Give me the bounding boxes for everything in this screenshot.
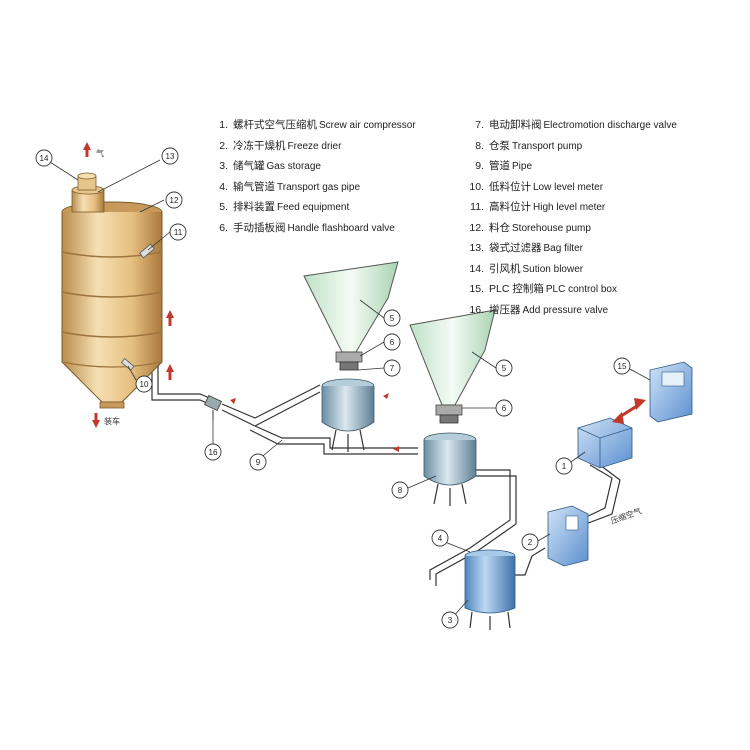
gas-storage-tank xyxy=(464,549,516,630)
svg-text:10: 10 xyxy=(140,380,149,389)
flow-arrow-gas-out xyxy=(83,142,91,150)
svg-text:11: 11 xyxy=(174,228,183,237)
flow-arrow-pipe-1 xyxy=(230,398,236,404)
callout-5b: 5 xyxy=(495,359,513,377)
callout-1: 1 xyxy=(555,457,573,475)
callout-13: 13 xyxy=(161,147,179,165)
transport-pump-2 xyxy=(423,432,477,506)
flow-arrows xyxy=(83,142,399,452)
feed-equipment-1 xyxy=(303,261,399,371)
svg-text:6: 6 xyxy=(390,338,395,347)
callout-3: 3 xyxy=(441,611,459,629)
svg-text:8: 8 xyxy=(398,486,403,495)
callout-10: 10 xyxy=(135,375,153,393)
svg-text:2: 2 xyxy=(528,538,533,547)
callout-16: 16 xyxy=(204,443,222,461)
callout-4: 4 xyxy=(431,529,449,547)
callout-11: 11 xyxy=(169,223,187,241)
svg-text:15: 15 xyxy=(618,362,627,371)
callout-6a: 6 xyxy=(383,333,401,351)
plc-control-box xyxy=(649,361,693,423)
svg-text:13: 13 xyxy=(166,152,175,161)
transport-pump-1 xyxy=(321,378,375,452)
svg-text:16: 16 xyxy=(209,448,218,457)
screw-air-compressor xyxy=(577,417,633,469)
storehouse-silo xyxy=(61,201,163,409)
svg-text:4: 4 xyxy=(438,534,443,543)
air-out-label: 气 xyxy=(96,148,104,158)
svg-text:9: 9 xyxy=(256,458,261,467)
compressed-air-label: 压缩空气 xyxy=(609,506,642,526)
freeze-drier xyxy=(547,505,589,567)
add-pressure-valve xyxy=(204,394,222,420)
callout-12: 12 xyxy=(165,191,183,209)
plc-link-arrowhead-a xyxy=(612,412,624,424)
svg-text:7: 7 xyxy=(390,364,395,373)
low-level-meter xyxy=(120,358,135,371)
flow-arrow-silo-up-2 xyxy=(166,364,174,372)
flow-arrow-silo-up-1 xyxy=(166,310,174,318)
flow-arrow-pipe-2 xyxy=(383,393,389,399)
svg-text:5: 5 xyxy=(502,364,507,373)
callout-leaders xyxy=(49,159,651,619)
callout-7: 7 xyxy=(383,359,401,377)
svg-text:12: 12 xyxy=(170,196,179,205)
svg-text:3: 3 xyxy=(448,616,453,625)
svg-text:14: 14 xyxy=(40,154,49,163)
callout-9: 9 xyxy=(249,453,267,471)
feed-equipment-2 xyxy=(409,309,496,424)
callout-6b: 6 xyxy=(495,399,513,417)
callout-14: 14 xyxy=(35,149,53,167)
callout-15: 15 xyxy=(613,357,631,375)
flow-arrow-pipe-3 xyxy=(393,446,399,452)
svg-text:6: 6 xyxy=(502,404,507,413)
car-out-label: 装车 xyxy=(104,416,120,426)
callout-5a: 5 xyxy=(383,309,401,327)
svg-text:1: 1 xyxy=(562,462,567,471)
callout-markers: 14 13 12 11 10 16 9 5 6 7 5 6 8 4 3 2 1 … xyxy=(35,147,631,629)
svg-text:5: 5 xyxy=(390,314,395,323)
flow-arrow-load-out xyxy=(92,420,100,428)
callout-2: 2 xyxy=(521,533,539,551)
plc-link-arrowhead-b xyxy=(634,398,646,410)
callout-8: 8 xyxy=(391,481,409,499)
suction-blower xyxy=(77,172,97,191)
